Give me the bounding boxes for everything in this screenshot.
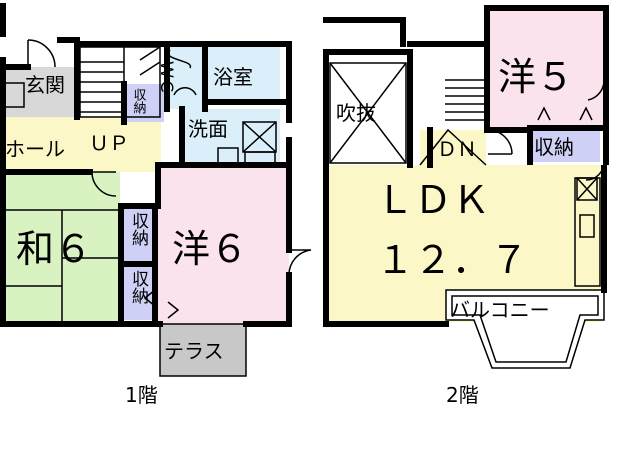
caption-floor-2: 2階	[446, 383, 479, 407]
label-storage-upper: 収納	[128, 212, 149, 247]
label-japanese-room: 和６	[16, 227, 92, 271]
bath-area	[207, 47, 280, 102]
label-terrace: テラス	[164, 339, 224, 363]
walls-2f	[323, 5, 609, 327]
label-storage-lower: 収納	[128, 270, 149, 305]
label-void: 吹抜	[336, 101, 376, 125]
hall-area	[3, 117, 161, 172]
balcony-outline	[445, 289, 605, 369]
floor-2: 吹抜 ＤＮ 洋５ 収納 ＬＤＫ １２．７ バルコニー 2階	[323, 5, 609, 407]
stair-storage-area	[124, 84, 164, 122]
storage-2f-area	[530, 128, 600, 162]
washroom-fixtures	[167, 49, 277, 165]
label-western-room-5: 洋５	[498, 55, 574, 99]
label-wc: ＷＣ	[156, 61, 176, 95]
label-entrance: 玄関	[25, 73, 65, 97]
label-washroom: 洗面	[188, 117, 228, 141]
entrance-area	[3, 67, 77, 117]
doors-2f	[487, 79, 605, 181]
tatami-lines	[3, 209, 120, 324]
label-hall: ホール	[5, 137, 65, 161]
floor-1: 玄関 ホール ＵＰ ＷＣ 浴室 洗面 収納 和６ 洋６ 収納 収納 テラス 1階	[0, 3, 312, 407]
label-storage-2f: 収納	[534, 135, 574, 159]
western-room-6-area	[158, 165, 289, 324]
label-bath: 浴室	[213, 65, 253, 89]
kitchen-fixtures	[574, 177, 601, 287]
label-balcony: バルコニー	[450, 298, 550, 322]
void-box	[329, 62, 407, 164]
washroom-area	[182, 109, 280, 164]
label-dn: ＤＮ	[437, 137, 477, 161]
storage-lower-area	[121, 264, 155, 320]
label-stair-storage: 収納	[131, 88, 147, 115]
caption-floor-1: 1階	[125, 383, 158, 407]
doors-1f	[5, 39, 312, 319]
label-ldk-size: １２．７	[376, 238, 528, 282]
storage-upper-area	[121, 206, 155, 262]
label-ldk: ＬＤＫ	[376, 178, 490, 222]
walls-1f	[0, 3, 292, 327]
label-western-room-6: 洋６	[172, 227, 248, 271]
terrace-area	[159, 323, 247, 377]
label-up: ＵＰ	[89, 131, 129, 155]
